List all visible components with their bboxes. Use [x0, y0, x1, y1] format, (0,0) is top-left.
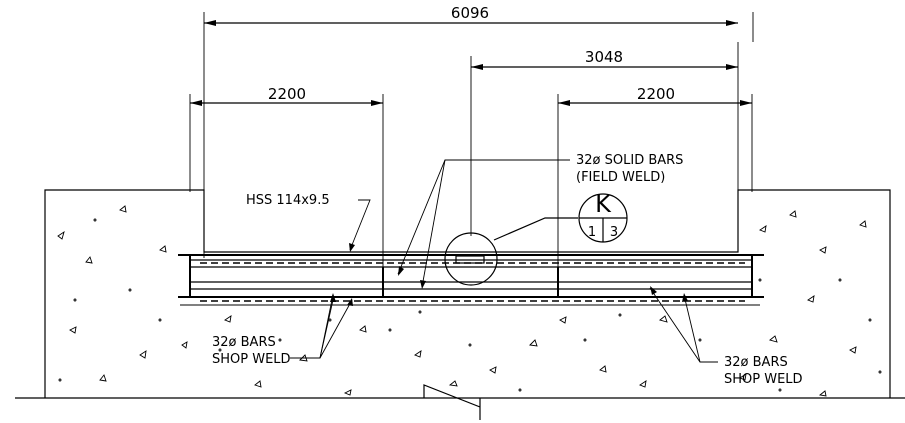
dimension-center-right-label: 3048	[585, 48, 623, 66]
dimension-overall-label: 6096	[451, 4, 489, 22]
detail-letter: K	[595, 190, 612, 218]
hss-label: HSS 114x9.5	[246, 193, 330, 208]
solid-bars-label-2: (FIELD WELD)	[576, 170, 665, 185]
sheet-number: 3	[610, 225, 618, 240]
detail-callout: K 1 3	[578, 190, 628, 243]
break-symbol	[423, 384, 481, 420]
concrete-outline	[44, 189, 891, 398]
concrete-hatch	[57, 205, 882, 397]
hss-annotation: HSS 114x9.5	[246, 193, 371, 252]
detail-leader	[493, 217, 578, 241]
right-bars-label-1: 32ø BARS	[724, 355, 788, 370]
left-bars-label-1: 32ø BARS	[212, 335, 276, 350]
dimension-right-span-label: 2200	[637, 85, 675, 103]
detail-number: 1	[588, 225, 596, 240]
dimension-overall: 6096	[203, 4, 754, 258]
detail-circle	[444, 232, 498, 286]
hss-beam	[178, 254, 764, 302]
dimension-left-span-label: 2200	[268, 85, 306, 103]
dimension-center-right: 3048	[470, 42, 739, 236]
solid-bars-annotation: 32ø SOLID BARS (FIELD WELD)	[397, 153, 683, 289]
dimension-left-span: 2200	[189, 85, 384, 295]
left-bars-annotation: 32ø BARS SHOP WELD	[212, 293, 353, 367]
left-bars-label-2: SHOP WELD	[212, 352, 291, 367]
right-bars-annotation: 32ø BARS SHOP WELD	[649, 286, 803, 387]
dimension-right-span: 2200	[557, 85, 753, 295]
right-bars-label-2: SHOP WELD	[724, 372, 803, 387]
solid-bars-label-1: 32ø SOLID BARS	[576, 153, 683, 168]
